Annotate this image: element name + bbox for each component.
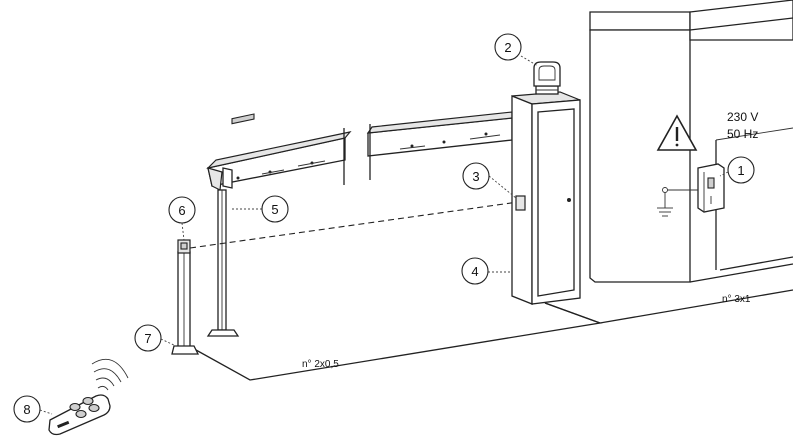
callout-3-label: 3	[472, 169, 479, 184]
cabinet-front	[531, 99, 581, 305]
cabinet-door	[537, 108, 575, 297]
boom-arm	[206, 111, 513, 191]
frequency-label: 50 Hz	[727, 127, 758, 141]
callout-2: 2	[494, 33, 522, 61]
callout-3: 3	[462, 162, 490, 190]
photocell-beam	[189, 201, 519, 249]
flashing-lamp	[533, 61, 561, 95]
voltage-label: 230 V	[727, 110, 758, 124]
callout-5: 5	[261, 195, 289, 223]
callout-4-label: 4	[471, 264, 478, 279]
ground-symbol-icon	[657, 187, 698, 217]
callout-6-label: 6	[178, 203, 185, 218]
circuit-breaker	[697, 163, 725, 213]
pillar-cap	[589, 11, 691, 31]
signal-waves-icon	[91, 358, 129, 391]
callout-5-label: 5	[271, 202, 278, 217]
remote-button-4	[88, 403, 100, 413]
callout-1: 1	[727, 156, 755, 184]
callout-1-label: 1	[737, 163, 744, 178]
column-base	[171, 345, 200, 355]
photocell-post	[171, 239, 200, 355]
callout-7-label: 7	[144, 331, 151, 346]
boom-rest-support	[206, 167, 240, 337]
photocell-transmitter	[515, 195, 526, 211]
warning-triangle-icon	[656, 114, 698, 151]
callout-8-label: 8	[23, 402, 30, 417]
callout-6: 6	[168, 196, 196, 224]
remote-button-1	[69, 402, 81, 412]
remote-button-3	[75, 409, 87, 419]
callout-2-label: 2	[504, 40, 511, 55]
ground-trench-outline	[186, 256, 793, 381]
callout-7: 7	[134, 324, 162, 352]
photocell-cable-label: n° 2x0,5	[302, 359, 339, 370]
callout-8: 8	[13, 395, 41, 423]
wall	[589, 0, 793, 283]
boom-end-cap	[207, 167, 223, 191]
barrier-cabinet	[511, 91, 581, 305]
remote-control	[48, 358, 129, 436]
remote-button-2	[82, 396, 94, 406]
support-base	[206, 329, 240, 337]
pillar-front	[589, 29, 691, 283]
callout-4: 4	[461, 257, 489, 285]
boom-reflector-strips	[231, 113, 501, 180]
mains-cable-label: n° 3x1	[722, 294, 751, 305]
door-lock-icon	[567, 198, 571, 202]
wall-top	[689, 0, 793, 41]
